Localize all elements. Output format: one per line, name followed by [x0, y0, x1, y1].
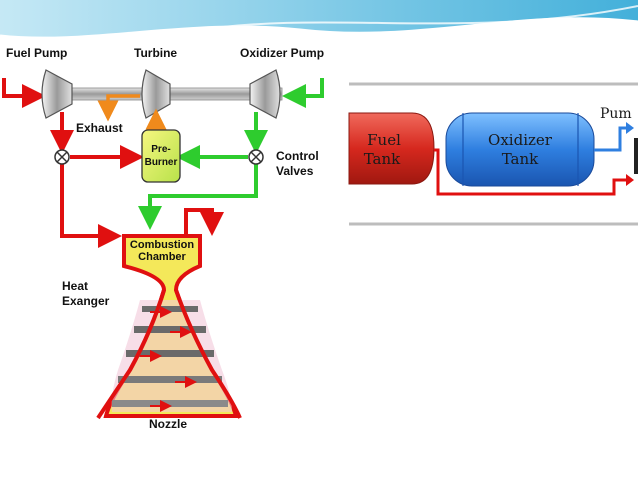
fuel-tank-label-line2: Tank	[364, 150, 401, 168]
rocket-engine-diagram: Fuel Pump Turbine Oxidizer Pump Exhaust …	[0, 42, 347, 432]
oxidizer-pump-label: Oxidizer Pump	[240, 46, 324, 60]
nozzle-label: Nozzle	[149, 417, 187, 431]
exhaust-line	[97, 94, 140, 122]
fuel-tank-label-line1: Fuel	[367, 131, 401, 149]
oxidizer-to-chamber-line	[138, 164, 258, 230]
oxidizer-feed-arrow-icon	[626, 122, 634, 134]
fuel-pump-icon	[41, 69, 73, 119]
tank-feed-diagram: Fuel Tank Oxidizer Tank Pum	[348, 82, 638, 226]
fuel-feed-line	[434, 148, 632, 196]
fuel-pump-label: Fuel Pump	[6, 46, 67, 60]
heat-exchanger-label-line2: Exanger	[62, 294, 110, 308]
nozzle-right-wall	[174, 289, 242, 419]
oxidizer-inlet-line	[282, 78, 324, 108]
oxidizer-tank-label-line2: Tank	[502, 150, 539, 168]
turbine-shaft	[59, 87, 283, 101]
fuel-to-chamber-line	[60, 164, 122, 248]
fuel-feed-arrow-icon	[626, 174, 634, 186]
heat-exchanger-bands	[112, 306, 228, 412]
oxidizer-tank-label-line1: Oxidizer	[488, 131, 553, 149]
pump-body-edge	[634, 138, 638, 174]
fuel-inlet-line	[2, 78, 46, 108]
turbine-label: Turbine	[134, 46, 177, 60]
pump-label: Pum	[600, 106, 632, 122]
cooling-loop-line	[184, 208, 224, 236]
turbine-icon	[141, 69, 171, 119]
control-valves-label-line2: Valves	[276, 164, 314, 178]
control-valves-label-line1: Control	[276, 149, 319, 163]
oxidizer-pump-icon	[249, 69, 281, 119]
combustion-chamber-label-line1: Combustion	[130, 239, 194, 251]
combustion-chamber-label-line2: Chamber	[138, 251, 186, 263]
oxidizer-control-valve-icon	[248, 149, 264, 165]
fuel-control-valve-icon	[54, 149, 70, 165]
header-wave-decoration	[0, 0, 638, 40]
pre-burner-label-line1: Pre-	[151, 144, 170, 155]
fuel-tank-icon	[348, 112, 435, 185]
nozzle-left-wall	[96, 289, 166, 420]
pre-burner-label-line2: Burner	[145, 157, 178, 168]
exhaust-label: Exhaust	[76, 121, 123, 135]
pre-burner-box	[141, 129, 181, 183]
heat-exchanger-label-line1: Heat	[62, 279, 88, 293]
